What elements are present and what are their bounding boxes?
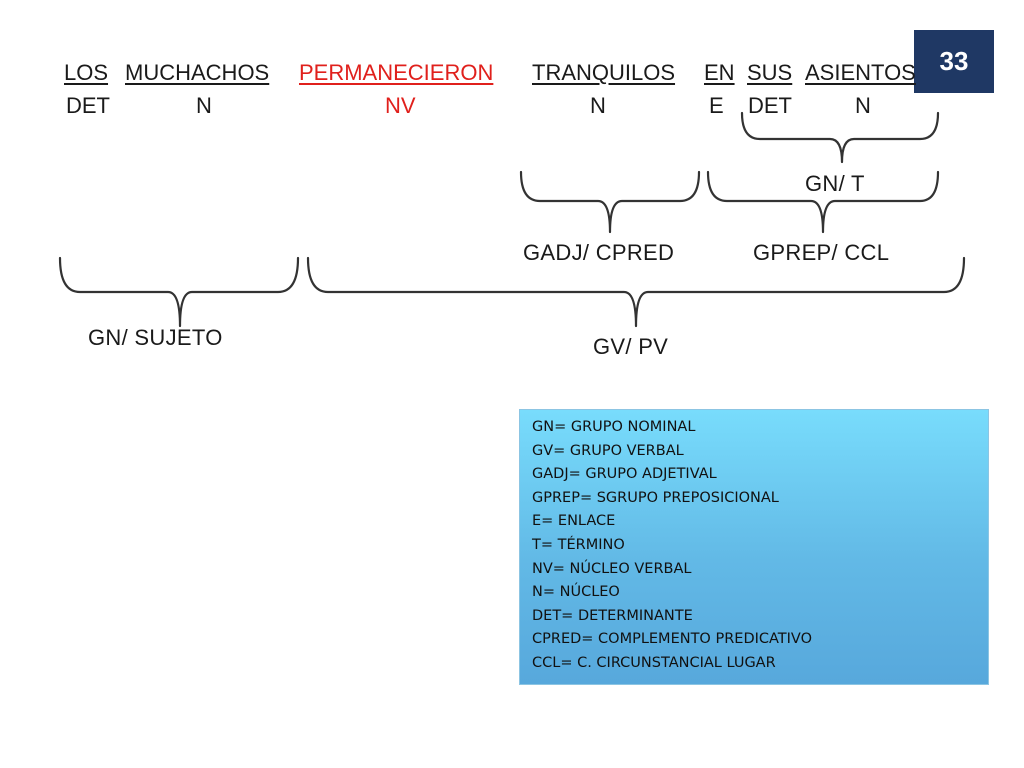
legend-item: GV= GRUPO VERBAL — [532, 442, 684, 459]
tag-nv-permanecieron: NV — [385, 93, 416, 118]
brace-gadj-cpred — [519, 170, 701, 234]
tag-det-los: DET — [66, 93, 110, 118]
tag-n-tranquilos: N — [590, 93, 606, 118]
label-gn-sujeto: GN/ SUJETO — [88, 325, 223, 350]
brace-gprep-ccl — [706, 170, 940, 234]
tag-n-muchachos: N — [196, 93, 212, 118]
word-asientos: ASIENTOS — [805, 60, 916, 85]
word-en: EN — [704, 60, 735, 85]
label-gadj-cpred: GADJ/ CPRED — [523, 240, 675, 265]
legend-item: T= TÉRMINO — [532, 536, 625, 553]
brace-gn-t — [740, 111, 940, 164]
legend-item: E= ENLACE — [532, 513, 616, 530]
legend-item: NV= NÚCLEO VERBAL — [532, 560, 692, 577]
word-sus: SUS — [747, 60, 793, 85]
label-gn-t: GN/ T — [805, 171, 865, 196]
brace-gn-sujeto — [58, 256, 300, 328]
label-gprep-ccl: GPREP/ CCL — [753, 240, 890, 265]
legend-box: GN= GRUPO NOMINAL GV= GRUPO VERBAL GADJ=… — [519, 409, 989, 685]
word-tranquilos: TRANQUILOS — [532, 60, 676, 85]
slide-number: 33 — [914, 30, 994, 93]
legend-item: N= NÚCLEO — [532, 584, 620, 601]
word-los: LOS — [64, 60, 109, 85]
legend-item: GADJ= GRUPO ADJETIVAL — [532, 466, 717, 483]
tag-n-asientos: N — [855, 93, 871, 118]
word-muchachos: MUCHACHOS — [125, 60, 270, 85]
label-gv-pv: GV/ PV — [593, 334, 669, 359]
tag-e-en: E — [709, 93, 724, 118]
legend-item: CCL= C. CIRCUNSTANCIAL LUGAR — [532, 654, 776, 671]
legend-item: GN= GRUPO NOMINAL — [532, 419, 696, 435]
legend-item: CPRED= COMPLEMENTO PREDICATIVO — [532, 631, 813, 648]
word-permanecieron: PERMANECIERON — [299, 60, 494, 85]
tag-det-sus: DET — [748, 93, 792, 118]
legend-item: GPREP= SGRUPO PREPOSICIONAL — [532, 489, 779, 506]
legend-item: DET= DETERMINANTE — [532, 607, 693, 624]
brace-gv-pv — [306, 256, 966, 328]
